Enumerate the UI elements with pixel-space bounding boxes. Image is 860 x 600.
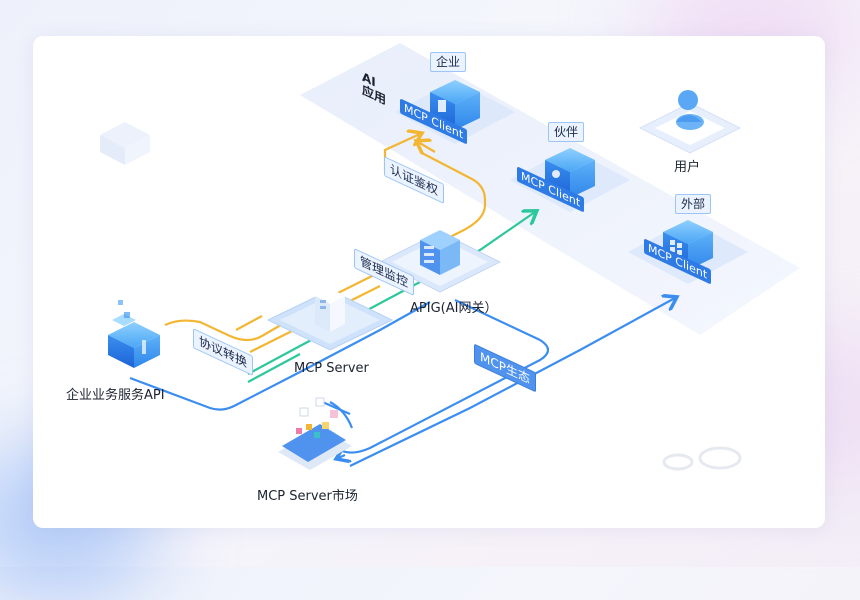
external-tag: 外部 — [675, 194, 712, 214]
blue-flows — [129, 298, 675, 467]
architecture-diagram — [100, 43, 800, 471]
user-node — [638, 90, 742, 154]
mcp-server-node — [266, 288, 394, 351]
client-partner-cube — [510, 148, 630, 212]
decor-gears — [662, 446, 742, 471]
market-label: MCP Server市场 — [257, 489, 358, 504]
enterprise-api-label: 企业业务服务API — [66, 388, 165, 403]
green-flows — [247, 212, 535, 383]
client-external-cube — [628, 220, 748, 284]
enterprise-tag: 企业 — [430, 52, 467, 72]
partner-tag: 伙伴 — [548, 122, 585, 142]
client-enterprise-cube — [395, 80, 515, 144]
mcp-server-label: MCP Server — [294, 361, 369, 376]
enterprise-api-node — [108, 300, 160, 368]
market-node — [278, 397, 352, 470]
user-label: 用户 — [674, 160, 701, 175]
decor-cube — [100, 122, 150, 165]
apig-label: APIG(AI网关） — [410, 301, 498, 316]
